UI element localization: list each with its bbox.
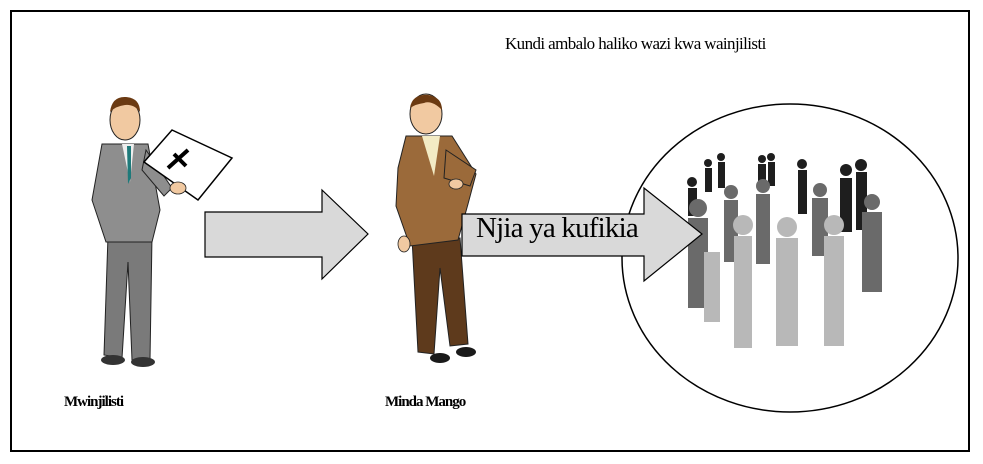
- arrow-left: [204, 188, 369, 281]
- evangelist-with-bible-icon: [91, 96, 234, 367]
- crowd-silhouettes-icon: [621, 103, 959, 413]
- bridge-person-label: Minda Mango: [385, 394, 466, 410]
- evangelist-label: Mwinjilisti: [64, 394, 124, 410]
- bridge-person-icon: [395, 93, 477, 363]
- diagram-title: Kundi ambalo haliko wazi kwa wainjilisti: [505, 34, 766, 53]
- arrow-right: [461, 186, 703, 283]
- arrow-label: Njia ya kufikia: [476, 212, 639, 244]
